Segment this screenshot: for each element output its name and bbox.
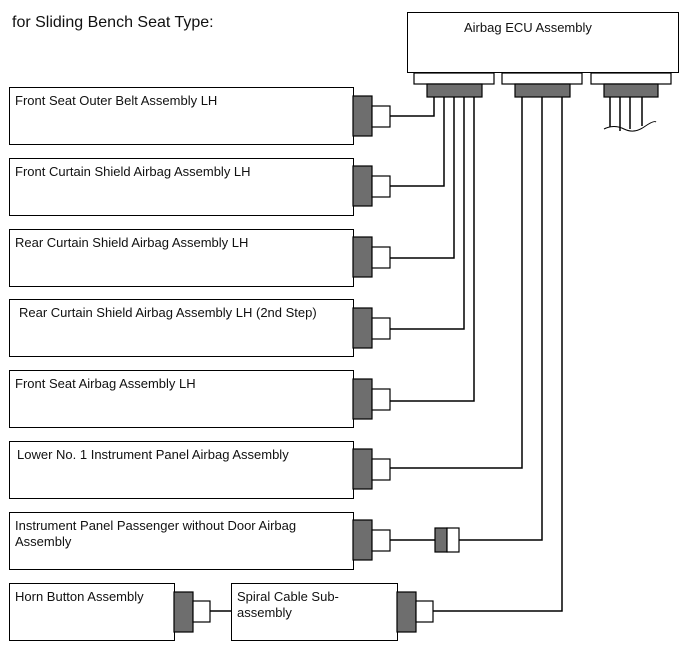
horn-button-label: Horn Button Assembly [15, 589, 144, 604]
wire [459, 97, 543, 541]
wire [432, 97, 563, 612]
connector-housing [173, 591, 194, 633]
connector-housing [352, 95, 373, 137]
ecu-connector-tab [590, 72, 672, 85]
connector-plug [371, 458, 391, 481]
connector-housing [352, 165, 373, 207]
connector-housing [352, 307, 373, 349]
spiral-cable-label: Spiral Cable Sub-assembly [237, 589, 339, 620]
ecu-connector-tab [501, 72, 583, 85]
connector-housing [396, 591, 417, 633]
component-label: Front Seat Airbag Assembly LH [15, 376, 196, 391]
connector-housing [352, 236, 373, 278]
horn-button-box: Horn Button Assembly [9, 583, 175, 641]
airbag-ecu-label: Airbag ECU Assembly [464, 20, 592, 35]
connector-plug [415, 600, 434, 623]
connector-plug [371, 175, 391, 198]
connector-plug [371, 317, 391, 340]
component-label: Instrument Panel Passenger without Door … [15, 518, 297, 549]
component-box-front-seat-airbag: Front Seat Airbag Assembly LH [9, 370, 354, 428]
connector-housing [352, 519, 373, 561]
component-label: Rear Curtain Shield Airbag Assembly LH [15, 235, 249, 250]
component-box-instrument-panel-passenger: Instrument Panel Passenger without Door … [9, 512, 354, 570]
component-label: Front Seat Outer Belt Assembly LH [15, 93, 218, 108]
wire [390, 97, 445, 187]
component-box-rear-curtain-shield-2nd-step: Rear Curtain Shield Airbag Assembly LH (… [9, 299, 354, 357]
component-label: Front Curtain Shield Airbag Assembly LH [15, 164, 251, 179]
spiral-cable-box: Spiral Cable Sub-assembly [231, 583, 398, 641]
ecu-connector [603, 83, 659, 98]
diagram-heading: for Sliding Bench Seat Type: [12, 14, 214, 31]
wire [390, 97, 475, 402]
wire [390, 97, 455, 259]
inline-connector-female [446, 527, 460, 553]
wire-cut-mark [603, 121, 657, 132]
connector-housing [352, 378, 373, 420]
component-box-lower-instrument-panel-airbag: Lower No. 1 Instrument Panel Airbag Asse… [9, 441, 354, 499]
component-box-rear-curtain-shield: Rear Curtain Shield Airbag Assembly LH [9, 229, 354, 287]
connector-plug [371, 105, 391, 128]
connector-housing [352, 448, 373, 490]
ecu-connector [514, 83, 571, 98]
component-label: Rear Curtain Shield Airbag Assembly LH (… [19, 305, 317, 320]
connector-plug [371, 529, 391, 552]
connector-plug [371, 246, 391, 269]
ecu-connector [426, 83, 483, 98]
inline-connector-male [434, 527, 448, 553]
wire [390, 97, 523, 469]
connector-plug [192, 600, 211, 623]
component-label: Lower No. 1 Instrument Panel Airbag Asse… [17, 447, 289, 462]
ecu-connector-tab [413, 72, 495, 85]
wire [390, 97, 435, 117]
connector-plug [371, 388, 391, 411]
wire [390, 97, 465, 330]
component-box-front-curtain-shield: Front Curtain Shield Airbag Assembly LH [9, 158, 354, 216]
